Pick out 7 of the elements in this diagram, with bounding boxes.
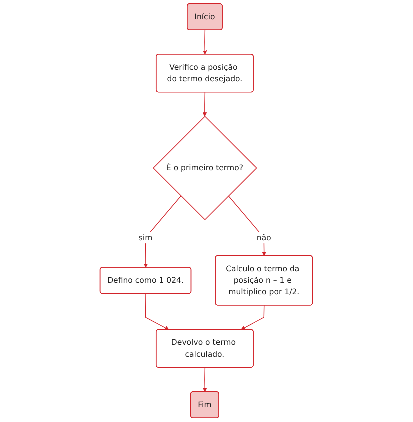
arrow [241,305,265,330]
arrow [202,367,208,392]
arrow [145,294,170,330]
arrow [228,196,266,256]
arrow [144,196,182,268]
arrow [202,30,208,55]
arrow [202,92,208,117]
